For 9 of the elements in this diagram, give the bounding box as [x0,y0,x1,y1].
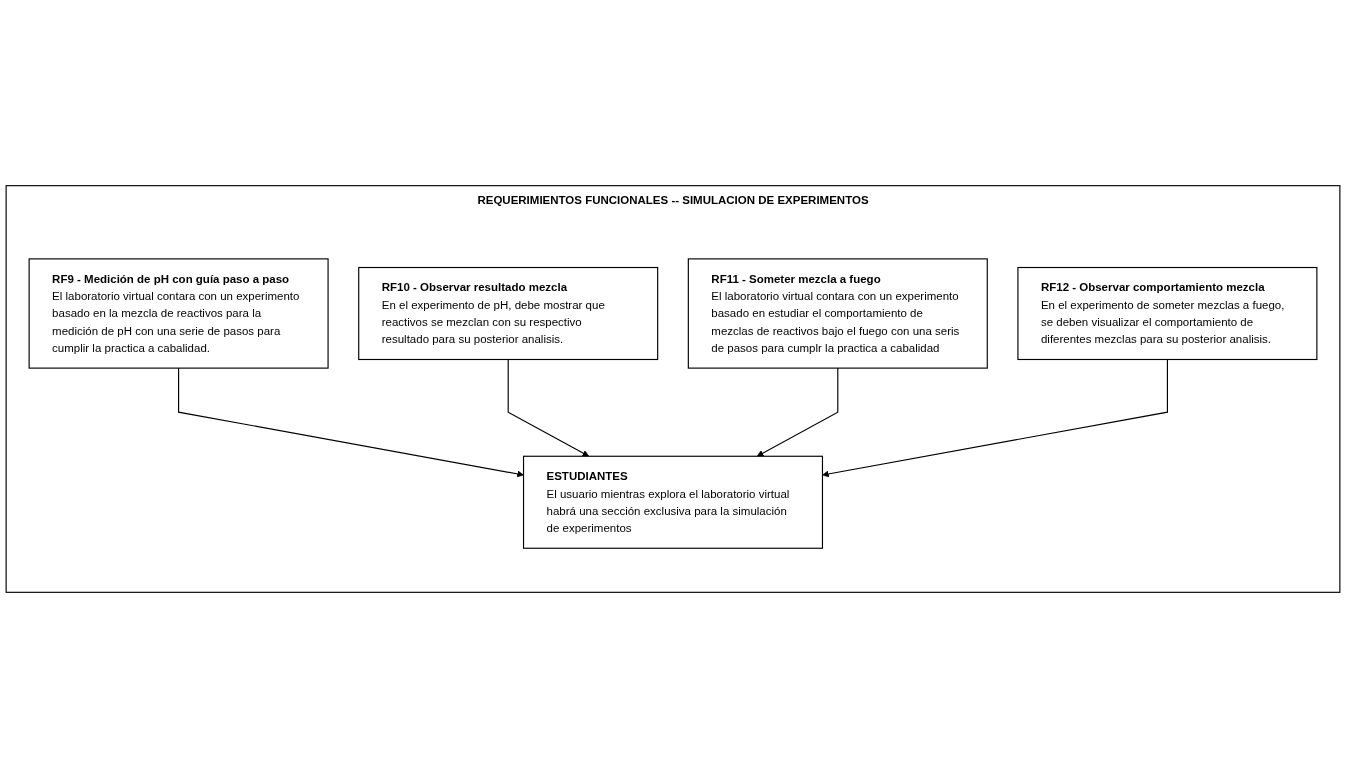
node-box: ESTUDIANTES El usuario mientras explora el laboratorio virtual habrá una sección exclusiva para la simulación de experimentos [522,455,824,549]
node-box: RF10 - Observar resultado mezcla En el experimento de pH, debe mostrar que reactivos se mezclan con su respectivo resultado para su posterior analisis. [358,266,659,361]
arrow [507,358,590,457]
node-box: RF12 - Observar comportamiento mezcla En el experimento de someter mezclas a fuego, se deben visualizar el comportamiento de diferentes mezclas para su posterior analisis. [1017,266,1318,361]
node-box: RF9 - Medición de pH con guía paso a paso El laboratorio virtual contara con un experimento basado en la mezcla de reactivos para la medición de pH con una serie de pasos para cumplir la practica a cabalidad. [28,258,329,369]
node-box: RF11 - Someter mezcla a fuego El laboratorio virtual contara con un experimento basado en estudiar el comportamiento de mezclas de reactivos bajo el fuego con una seris de pasos para cumplr la practica a cabalidad [687,258,988,369]
arrow [178,367,524,478]
arrow [756,367,839,457]
arrow [822,358,1168,478]
